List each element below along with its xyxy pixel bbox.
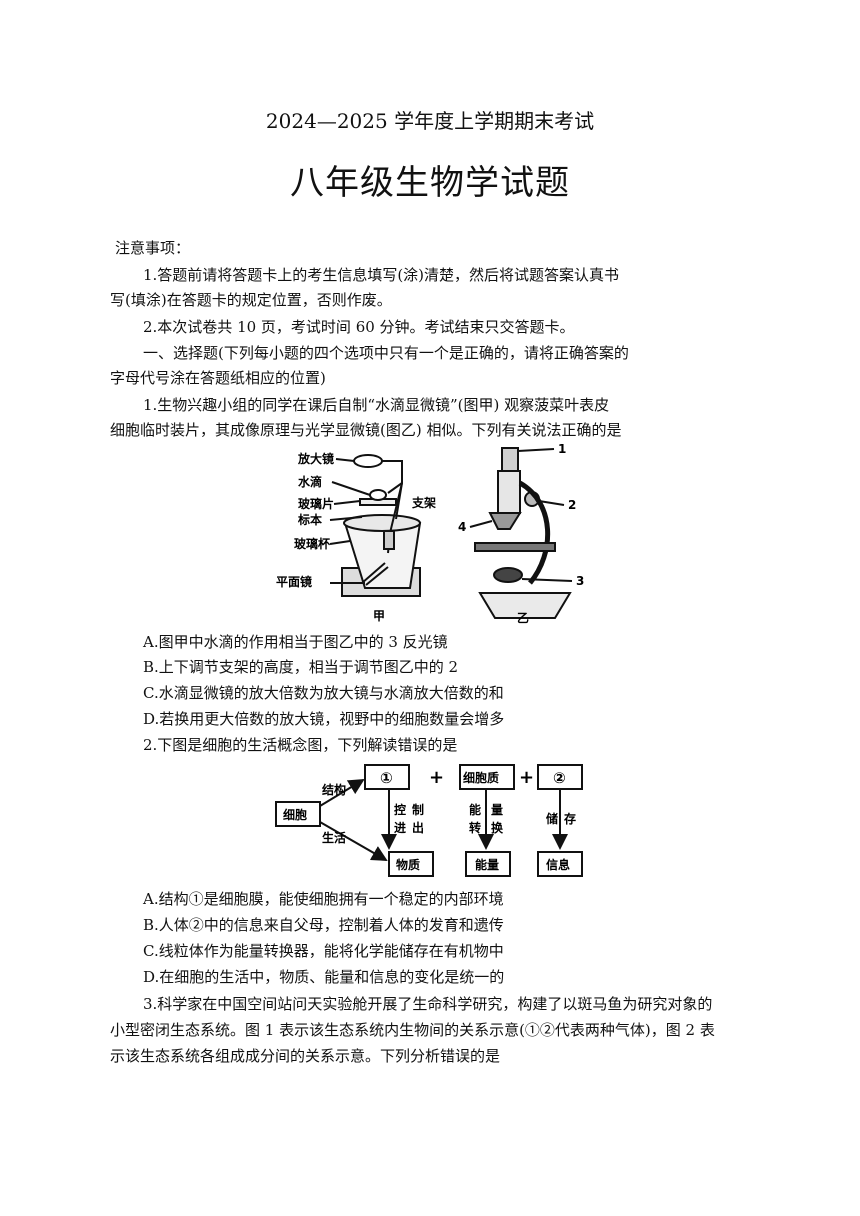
edge-structure-label: 结构 (322, 782, 346, 797)
label-store-2: 存 (563, 811, 576, 826)
question-1-option-b: B.上下调节支架的高度，相当于调节图乙中的 2 (143, 658, 459, 676)
cell-concept-map: 细胞 结构 生活 ① 细胞质 ② + + 控 制 进 出 能 量 转 换 储 存… (275, 764, 583, 877)
label-convert-2: 换 (491, 820, 504, 835)
section-1-line-2: 字母代号涂在答题纸相应的位置) (110, 369, 326, 387)
label-control-1: 控 (394, 802, 406, 817)
label-energy-1: 能 (469, 802, 481, 817)
notice-heading: 注意事项： (115, 239, 191, 257)
label-energy-2: 量 (491, 803, 503, 817)
question-1-option-d: D.若换用更大倍数的放大镜，视野中的细胞数量会增多 (143, 710, 505, 728)
label-part-2: 2 (568, 498, 576, 512)
question-2-option-a: A.结构①是细胞膜，能使细胞拥有一个稳定的内部环境 (143, 890, 504, 908)
edge-life-label: 生活 (322, 830, 346, 845)
node-cytoplasm: 细胞质 (463, 770, 499, 785)
water-drop-microscope-drawing (329, 454, 422, 597)
label-water-drop: 水滴 (298, 474, 322, 489)
label-glass-cup: 玻璃杯 (294, 536, 331, 551)
label-magnifier: 放大镜 (297, 451, 334, 466)
plus-sign-1: + (429, 767, 444, 788)
label-control-2: 制 (412, 802, 424, 817)
node-information: 信息 (546, 857, 570, 872)
exam-title: 2024—2025 学年度上学期期末考试 (265, 109, 595, 133)
question-2-option-d: D.在细胞的生活中，物质、能量和信息的变化是统一的 (143, 968, 505, 986)
section-1-line-1: 一、选择题(下列每小题的四个选项中只有一个是正确的，请将正确答案的 (143, 344, 629, 362)
question-1-option-a: A.图甲中水滴的作用相当于图乙中的 3 反光镜 (143, 633, 448, 651)
node-energy: 能量 (475, 857, 499, 872)
question-2-stem: 2.下图是细胞的生活概念图，下列解读错误的是 (143, 736, 458, 754)
node-structure-2: ② (553, 769, 566, 787)
plus-sign-2: + (519, 767, 534, 788)
label-in-out-2: 出 (412, 820, 424, 835)
label-stand: 支架 (411, 495, 436, 510)
question-1-stem-line-2: 细胞临时装片，其成像原理与光学显微镜(图乙) 相似。下列有关说法正确的是 (110, 421, 622, 439)
notice-item-2: 2.本次试卷共 10 页，考试时间 60 分钟。考试结束只交答题卡。 (143, 318, 575, 336)
label-glass-slide: 玻璃片 (298, 496, 334, 511)
label-store-1: 储 (546, 811, 558, 826)
label-specimen: 标本 (297, 512, 322, 527)
question-3-line-3: 示该生态系统各组成成分间的关系示意。下列分析错误的是 (110, 1047, 501, 1065)
light-microscope-drawing (469, 447, 573, 619)
question-1-option-c: C.水滴显微镜的放大倍数为放大镜与水滴放大倍数的和 (143, 684, 504, 702)
label-flat-mirror: 平面镜 (276, 574, 312, 589)
question-2-option-c: C.线粒体作为能量转换器，能将化学能储存在有机物中 (143, 942, 504, 960)
subject-title: 八年级生物学试题 (290, 163, 570, 203)
question-1-figure: 放大镜 水滴 玻璃片 标本 支架 玻璃杯 平面镜 甲 1 2 3 4 乙 (276, 443, 584, 625)
question-3-line-2: 小型密闭生态系统。图 1 表示该生态系统内生物间的关系示意(①②代表两种气体)，… (110, 1021, 715, 1039)
figure-yi-caption: 乙 (517, 611, 529, 625)
question-1-stem-line-1: 1.生物兴趣小组的同学在课后自制“水滴显微镜”(图甲) 观察菠菜叶表皮 (143, 396, 610, 414)
question-2-option-b: B.人体②中的信息来自父母，控制着人体的发育和遗传 (143, 916, 504, 934)
label-convert-1: 转 (469, 820, 481, 835)
node-cell: 细胞 (283, 807, 307, 822)
label-part-4: 4 (458, 520, 466, 534)
label-part-3: 3 (576, 574, 584, 588)
node-structure-1: ① (380, 769, 393, 787)
figure-jia-caption: 甲 (373, 609, 385, 623)
node-matter: 物质 (396, 857, 420, 872)
question-3-line-1: 3.科学家在中国空间站问天实验舱开展了生命科学研究，构建了以斑马鱼为研究对象的 (143, 995, 713, 1013)
notice-item-1-line-1: 1.答题前请将答题卡上的考生信息填写(涂)清楚，然后将试题答案认真书 (143, 266, 620, 284)
label-in-out-1: 进 (394, 820, 406, 835)
label-part-1: 1 (558, 443, 566, 456)
notice-item-1-line-2: 写(填涂)在答题卡的规定位置，否则作废。 (110, 291, 392, 309)
